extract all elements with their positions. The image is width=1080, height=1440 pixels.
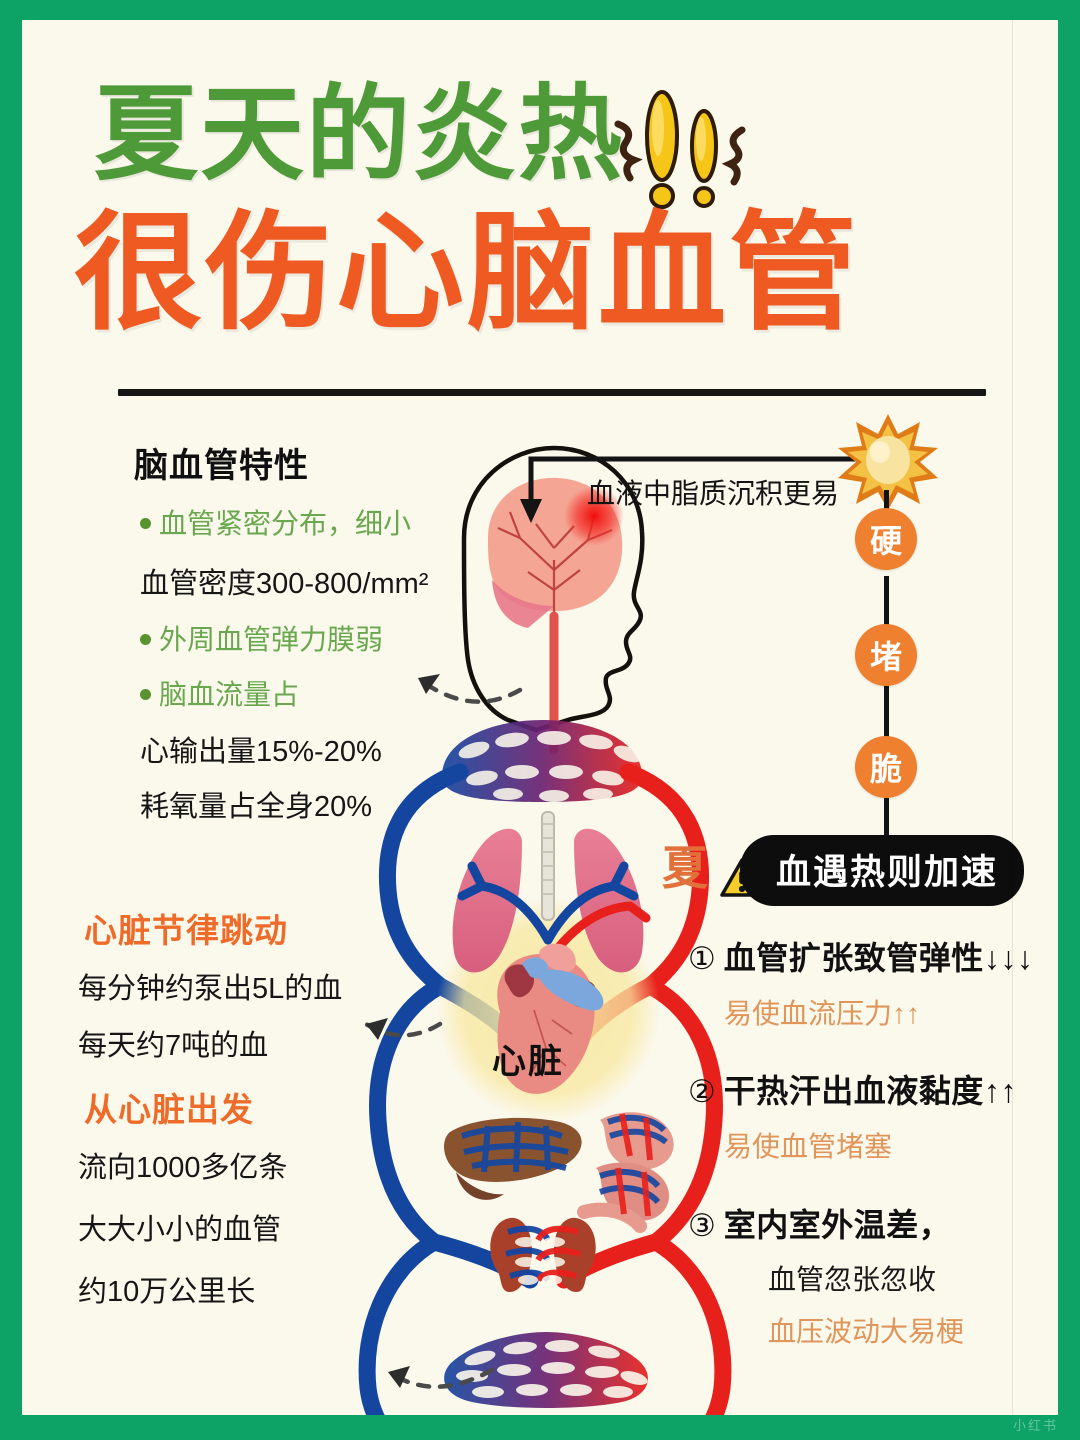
right-edge-rule bbox=[1012, 20, 1013, 1415]
circulatory-system-illustration bbox=[358, 445, 732, 1415]
left-bullet-4: 脑血流量占 bbox=[140, 673, 299, 713]
brain-vessel-heading: 脑血管特性 bbox=[134, 447, 309, 485]
reason-1-number: ① bbox=[688, 941, 716, 976]
from-heart-line-1: 流向1000多亿条 bbox=[78, 1152, 288, 1184]
bullet-dot-icon bbox=[140, 518, 151, 529]
reason-2-number: ② bbox=[688, 1074, 716, 1109]
from-heart-heading: 从心脏出发 bbox=[84, 1091, 254, 1128]
reason-3-subtext-1: 血管忽张忽收 bbox=[768, 1264, 937, 1295]
reason-2-text: 干热汗出血液黏度 bbox=[723, 1073, 984, 1109]
chain-connector bbox=[884, 576, 889, 628]
left-bullet-3-text: 外周血管弹力膜弱 bbox=[159, 624, 384, 655]
chain-node-hard[interactable]: 硬 bbox=[855, 508, 917, 570]
reason-2-arrows: ↑↑ bbox=[983, 1073, 1017, 1109]
heart-rhythm-line-2: 每天约7吨的血 bbox=[78, 1030, 269, 1062]
reason-1-subtext: 易使血流压力↑↑ bbox=[724, 998, 921, 1029]
heat-banner: 血遇热则加速 bbox=[740, 835, 1025, 906]
left-line-5: 心输出量15%-20% bbox=[140, 736, 382, 768]
reason-1-arrows: ↓↓↓ bbox=[983, 940, 1034, 976]
starburst-icon bbox=[838, 414, 938, 510]
heart-rhythm-heading: 心脏节律跳动 bbox=[84, 912, 288, 949]
reason-3-subtext-2: 血压波动大易梗 bbox=[768, 1316, 965, 1347]
heart-rhythm-line-1: 每分钟约泵出5L的血 bbox=[78, 973, 343, 1005]
left-bullet-3: 外周血管弹力膜弱 bbox=[140, 618, 383, 658]
chain-connector bbox=[884, 798, 889, 848]
poster-paper: 夏天的炎热 很伤心脑血管 bbox=[22, 20, 1058, 1415]
heart-label: 心脏 bbox=[492, 1043, 564, 1081]
lipid-note-text: 血液中脂质沉积更易 bbox=[587, 478, 840, 509]
reason-3-number: ③ bbox=[688, 1208, 716, 1243]
reason-3-text: 室内室外温差， bbox=[723, 1207, 952, 1243]
left-bullet-1: 血管紧密分布，细小 bbox=[140, 502, 411, 542]
lipid-flow-arrow bbox=[520, 456, 869, 523]
left-bullet-1-text: 血管紧密分布，细小 bbox=[159, 508, 412, 539]
summer-char: 夏 bbox=[662, 842, 708, 894]
reason-2-subtext: 易使血管堵塞 bbox=[724, 1131, 893, 1162]
watermark: 小红书 bbox=[1012, 1418, 1058, 1433]
title-divider bbox=[118, 389, 986, 396]
from-heart-line-3: 约10万公里长 bbox=[78, 1276, 256, 1308]
title-line-1: 夏天的炎热 bbox=[94, 73, 625, 195]
from-heart-line-2: 大大小小的血管 bbox=[78, 1214, 282, 1246]
bullet-dot-icon bbox=[140, 634, 151, 645]
title-line-2: 很伤心脑血管 bbox=[74, 199, 861, 348]
left-bullet-4-text: 脑血流量占 bbox=[159, 679, 300, 710]
left-line-2: 血管密度300-800/mm² bbox=[140, 568, 429, 600]
double-exclamation-icon bbox=[614, 90, 746, 209]
left-line-6: 耗氧量占全身20% bbox=[140, 791, 373, 823]
bullet-dot-icon bbox=[140, 689, 151, 700]
chain-node-brittle[interactable]: 脆 bbox=[855, 736, 917, 798]
chain-node-block[interactable]: 堵 bbox=[855, 624, 917, 686]
chain-connector bbox=[884, 684, 889, 738]
reason-1-text: 血管扩张致管弹性 bbox=[723, 940, 984, 976]
